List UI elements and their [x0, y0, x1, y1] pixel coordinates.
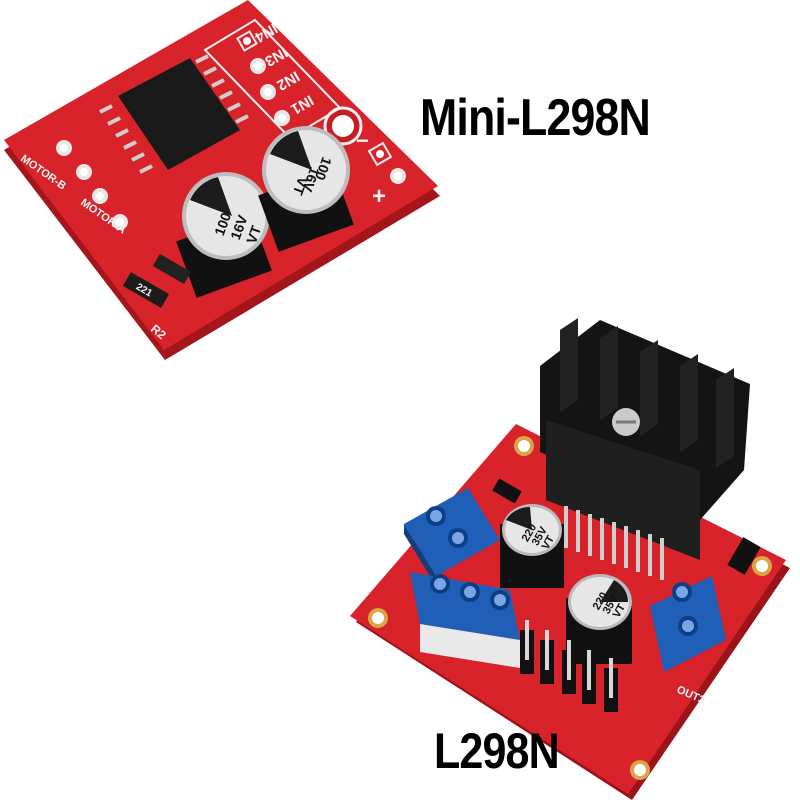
large-capacitor-right: 220 35V VT: [566, 574, 632, 664]
input-header-pins: [520, 620, 618, 712]
terminal-block-left: [404, 488, 500, 586]
terminal-block-right: [650, 576, 726, 672]
mini-l298n-board: IN4 IN3 IN2 IN1 − + MOTOR-B MOTOR-A 100 …: [4, 0, 440, 360]
mini-diode: [152, 253, 192, 285]
mini-power-pads: [367, 141, 406, 184]
heatsink: [540, 318, 750, 560]
ic-pins: [564, 506, 664, 580]
mini-cap-left-value: 100: [211, 210, 234, 238]
large-l298n-board: 220 35V VT 220 35V VT: [350, 318, 790, 800]
mini-l298n-title: Mini-L298N: [420, 89, 651, 147]
mini-minus-label: −: [356, 128, 369, 153]
l298n-ic: [546, 420, 700, 560]
large-capacitor-left: 220 35V VT: [500, 504, 564, 588]
terminal-block-power: [410, 572, 520, 668]
mini-capacitor-right: 100 16V VT: [258, 126, 354, 252]
mini-input-header: [203, 18, 342, 140]
l298n-title: L298N: [434, 723, 560, 779]
mini-plus-label: +: [372, 183, 386, 210]
mini-resistor: [122, 272, 170, 308]
mini-driver-chip: [99, 54, 249, 174]
mini-motor-pads: [56, 140, 128, 230]
mini-capacitor-left: 100 16V VT: [176, 172, 272, 298]
mini-cap-right-value: 100: [312, 155, 335, 183]
jumper: [492, 478, 522, 504]
jumper: [727, 537, 761, 575]
mini-cap-left-brand: VT: [243, 223, 264, 246]
mini-cap-right-brand: VT: [290, 175, 311, 198]
